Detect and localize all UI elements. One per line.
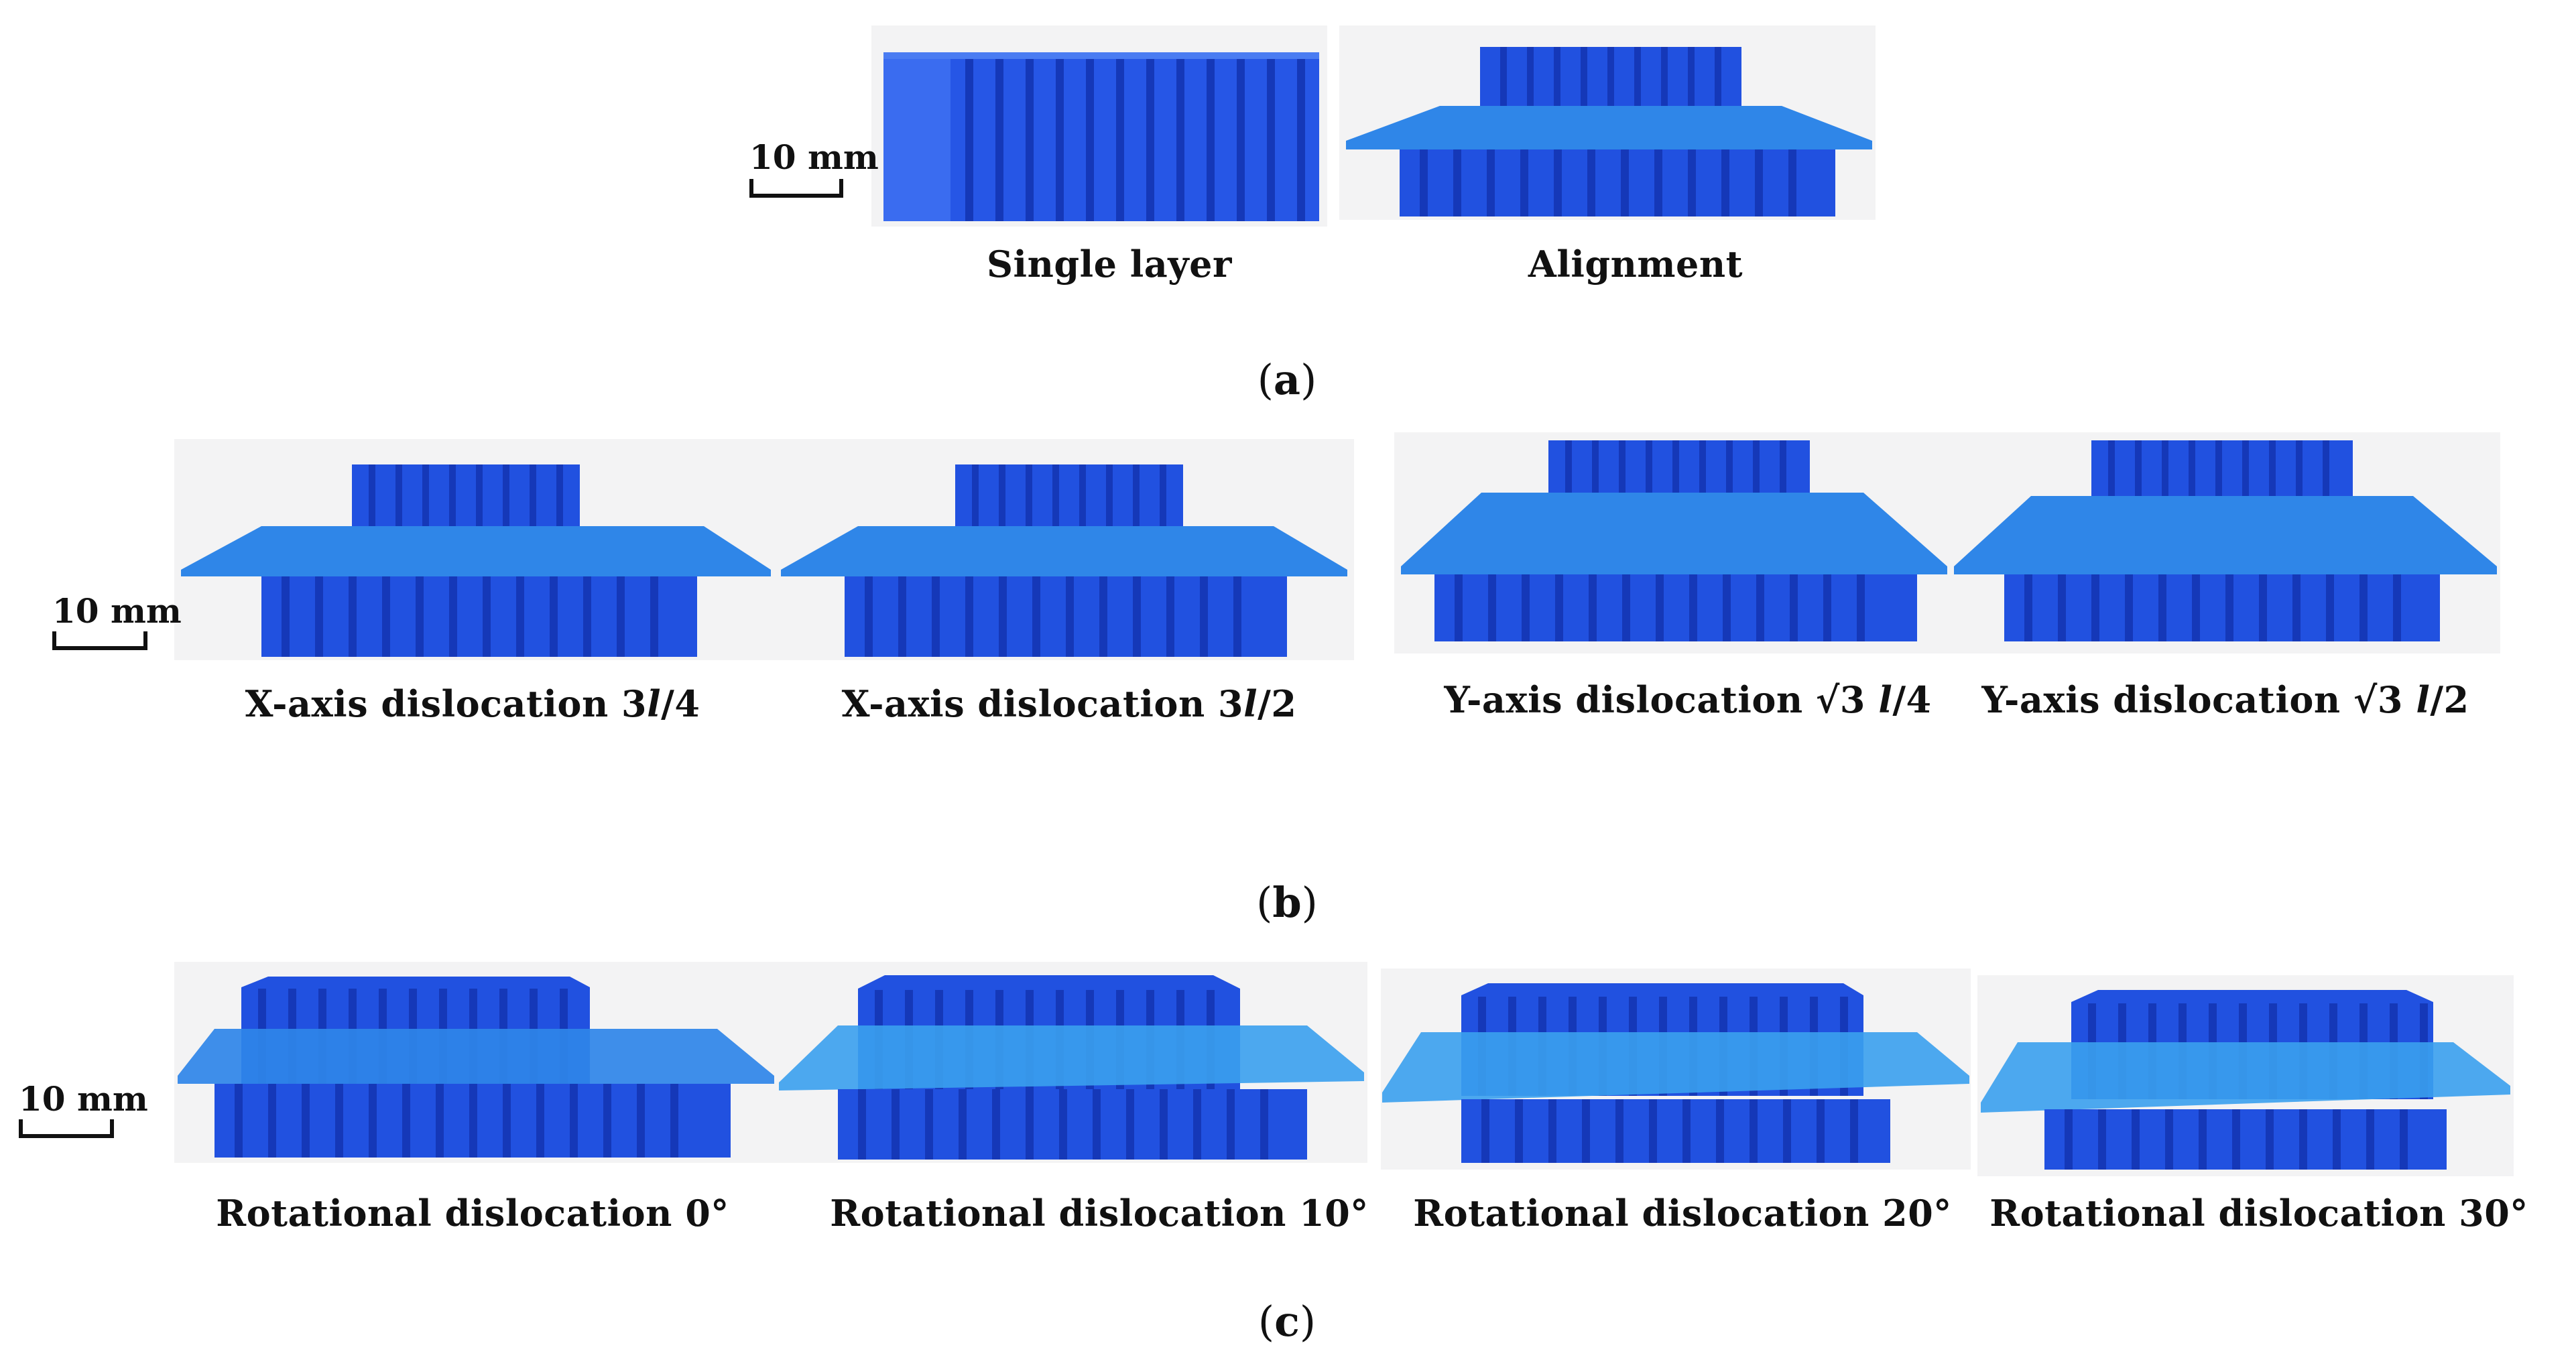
caption-rotational-30: Rotational dislocation 30° <box>1989 1192 2528 1235</box>
caption-x-dislocation-3l4: X-axis dislocation 3l/4 <box>245 682 700 725</box>
caption-rotational-10: Rotational dislocation 10° <box>830 1192 1369 1235</box>
scale-bar-line <box>52 631 147 650</box>
caption-single-layer: Single layer <box>987 243 1232 286</box>
scale-bar-line <box>19 1119 114 1138</box>
photo-rotational-20 <box>1381 969 1971 1170</box>
scale-bar-c: 10 mm <box>19 1079 148 1138</box>
photo-y-dislocation-r3l4 <box>1394 432 1951 653</box>
scale-bar-label: 10 mm <box>19 1079 148 1119</box>
photo-rotational-10 <box>778 962 1367 1163</box>
photo-alignment <box>1339 25 1876 220</box>
caption-x-dislocation-3l2: X-axis dislocation 3l/2 <box>841 682 1297 725</box>
photo-y-dislocation-r3l2 <box>1951 432 2500 653</box>
panel-label-b: (b) <box>1256 878 1318 927</box>
caption-alignment: Alignment <box>1528 243 1743 286</box>
scale-bar-b: 10 mm <box>52 591 182 650</box>
photo-rotational-0 <box>174 962 778 1163</box>
scale-bar-label: 10 mm <box>52 591 182 631</box>
photo-single-layer <box>871 25 1327 227</box>
scale-bar-label: 10 mm <box>749 137 879 177</box>
photo-x-dislocation-3l2 <box>778 439 1354 660</box>
panel-label-c: (c) <box>1258 1297 1316 1346</box>
caption-y-dislocation-r3l4: Y-axis dislocation √3 l/4 <box>1444 678 1932 721</box>
scale-bar-a: 10 mm <box>749 137 879 198</box>
photo-rotational-30 <box>1977 975 2514 1176</box>
caption-y-dislocation-r3l2: Y-axis dislocation √3 l/2 <box>1981 678 2469 721</box>
caption-rotational-20: Rotational dislocation 20° <box>1413 1192 1952 1235</box>
caption-rotational-0: Rotational dislocation 0° <box>216 1192 729 1235</box>
photo-x-dislocation-3l4 <box>174 439 778 660</box>
scale-bar-line <box>749 179 843 198</box>
panel-label-a: (a) <box>1257 355 1317 404</box>
